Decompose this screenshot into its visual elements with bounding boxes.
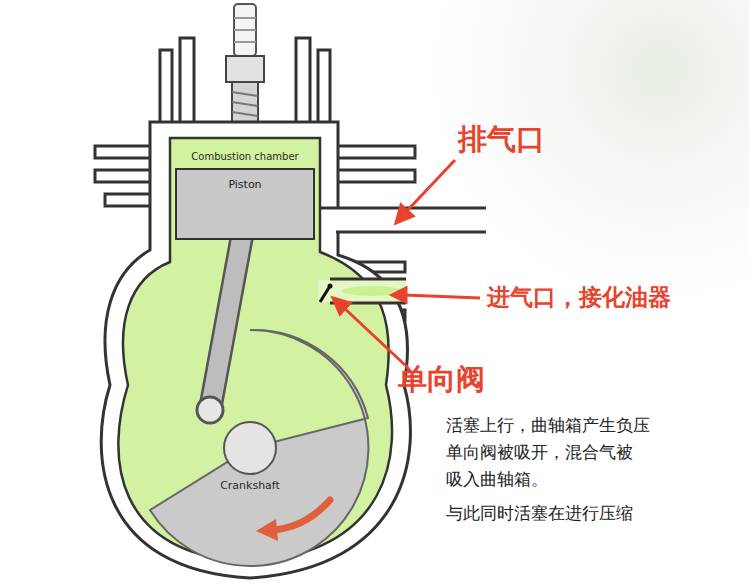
plug-rib: [234, 41, 256, 43]
valve-hinge: [328, 284, 333, 289]
plug-rib: [234, 29, 256, 31]
crank-pin: [197, 397, 223, 423]
connecting-rod: [210, 214, 246, 410]
arrow-head: [256, 519, 278, 541]
fin: [318, 50, 330, 128]
leader-head: [333, 298, 350, 314]
spark-plug: [226, 4, 264, 126]
rod-outline: [210, 214, 246, 410]
check-valve: [320, 286, 330, 302]
crank-disc: [150, 330, 368, 566]
node-text: Piston: [181, 178, 309, 191]
plug-nut: [226, 56, 264, 82]
plug-insulator: [234, 4, 256, 56]
plug-rib: [234, 17, 256, 19]
piston-box: Piston: [175, 168, 315, 240]
chamber-label: Combustion chamber: [191, 151, 298, 163]
leader-line: [342, 306, 405, 365]
fin: [180, 38, 194, 128]
part-label: Crankshaft: [220, 479, 280, 492]
thread-line: [232, 112, 258, 116]
engine-housing: [101, 122, 410, 578]
crankshaft-journal: [224, 422, 276, 474]
thread-line: [232, 102, 258, 106]
part-label: 单向阀: [398, 362, 485, 397]
leader-line: [404, 160, 455, 214]
leader-line: [404, 295, 480, 298]
fin: [296, 38, 310, 128]
note-text: 活塞上行，曲轴箱产生负压 单向阀被吸开，混合气被 吸入曲轴箱。: [446, 412, 652, 494]
part-label: 进气口，接化油器: [487, 284, 671, 312]
fin: [160, 50, 172, 128]
intake-wall: [330, 278, 406, 281]
thread-line: [232, 92, 258, 96]
rotation-arrow: [272, 500, 330, 530]
leader-head: [396, 205, 413, 223]
exhaust-wall: [336, 231, 486, 234]
note-text: 与此同时活塞在进行压缩: [446, 500, 652, 527]
part-label: 排气口: [458, 122, 545, 157]
leader-head: [392, 288, 406, 302]
leader-lines: [333, 160, 480, 365]
plug-thread: [232, 82, 258, 126]
intake-port: [318, 280, 406, 302]
